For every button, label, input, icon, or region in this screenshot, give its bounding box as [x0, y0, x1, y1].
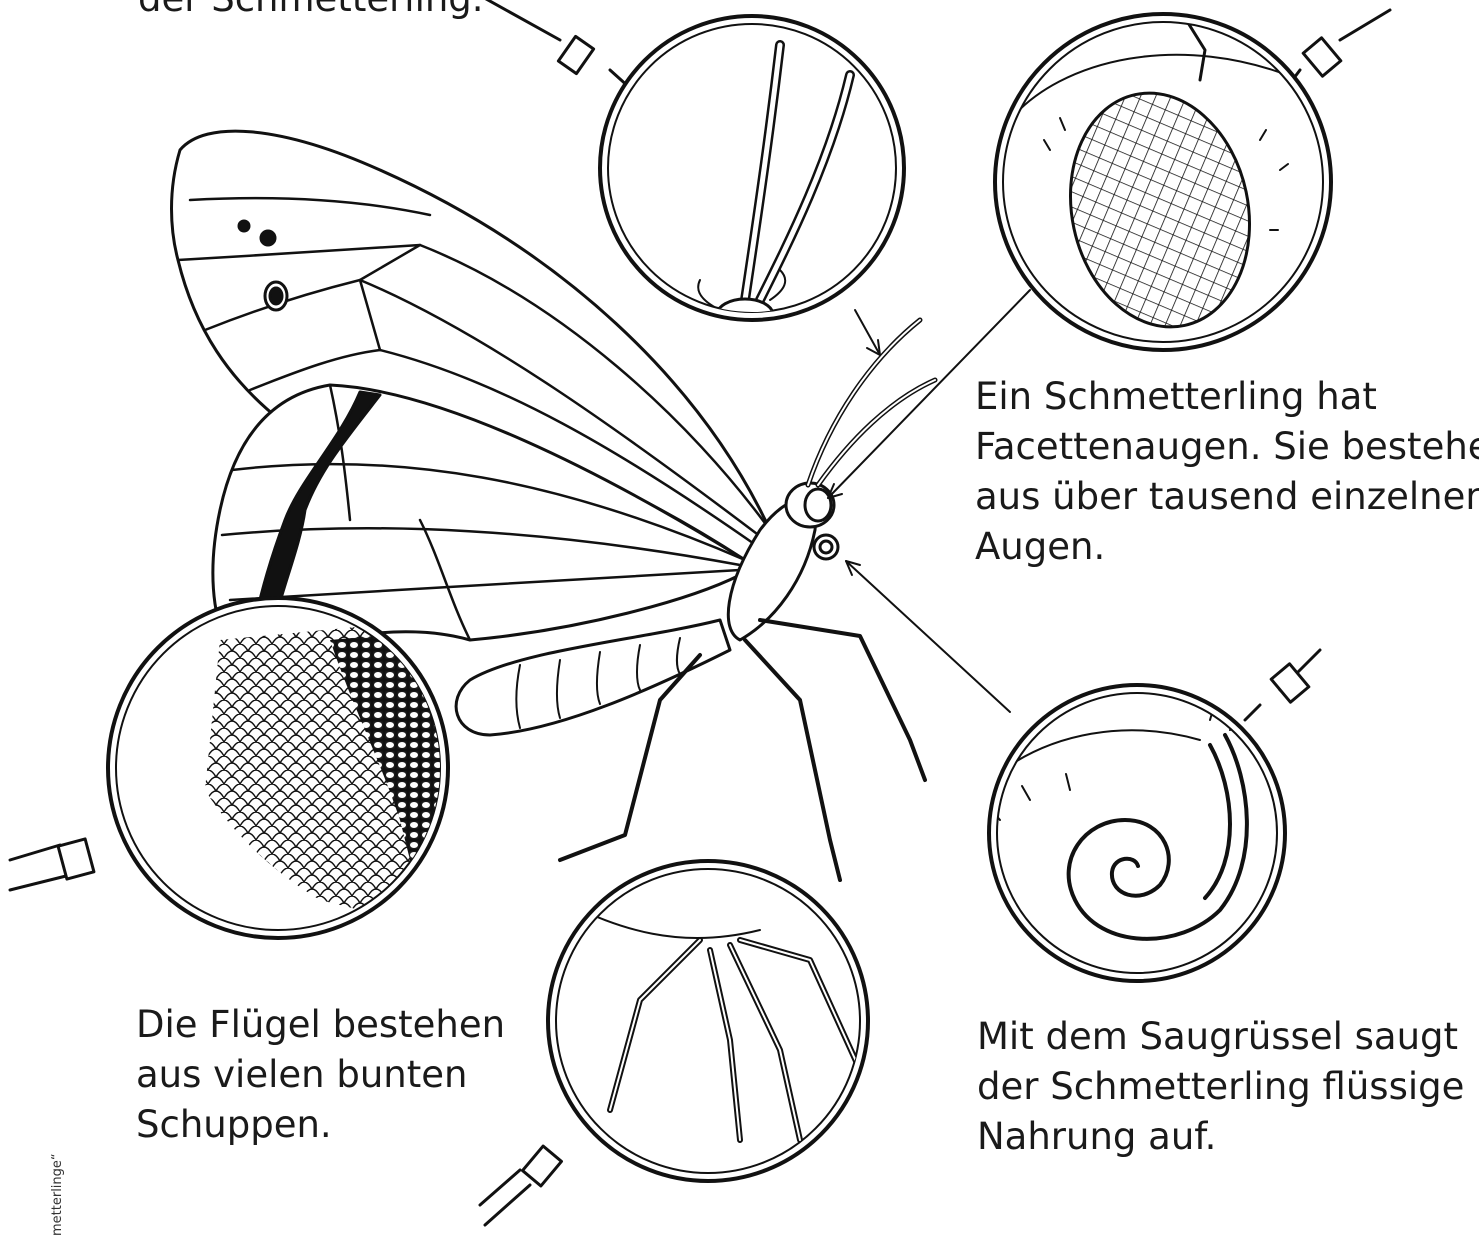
- leg: [760, 620, 925, 780]
- caption-line: Nahrung auf.: [977, 1112, 1464, 1162]
- wing-scales-magnifier-icon: [10, 598, 448, 938]
- caption-line: Ein Schmetterling hat: [975, 372, 1479, 422]
- caption-line: Schuppen.: [136, 1100, 505, 1150]
- caption-line: aus über tausend einzelnen: [975, 472, 1479, 522]
- caption-line: Facettenaugen. Sie bestehen: [975, 422, 1479, 472]
- caption-line: der Schmetterling.: [138, 0, 484, 24]
- eyes-caption: Ein Schmetterling hat Facettenaugen. Sie…: [975, 372, 1479, 572]
- legs-magnifier-icon: [480, 861, 868, 1225]
- proboscis-magnifier-icon: [989, 650, 1320, 981]
- leg: [745, 640, 840, 880]
- caption-line: der Schmetterling flüssige: [977, 1062, 1464, 1112]
- proboscis-caption: Mit dem Saugrüssel saugt der Schmetterli…: [977, 1012, 1464, 1162]
- compound-eye-magnifier-icon: [995, 10, 1390, 350]
- caption-line: aus vielen bunten: [136, 1050, 505, 1100]
- antenna: [818, 380, 935, 485]
- side-credit: metterlinge“: [50, 1153, 65, 1236]
- caption-line: Augen.: [975, 522, 1479, 572]
- top-left-caption: der Schmetterling.: [138, 0, 484, 24]
- eye: [805, 489, 831, 521]
- proboscis-coil: [814, 535, 838, 559]
- caption-line: Mit dem Saugrüssel saugt: [977, 1012, 1464, 1062]
- wings-caption: Die Flügel bestehen aus vielen bunten Sc…: [136, 1000, 505, 1150]
- caption-line: Die Flügel bestehen: [136, 1000, 505, 1050]
